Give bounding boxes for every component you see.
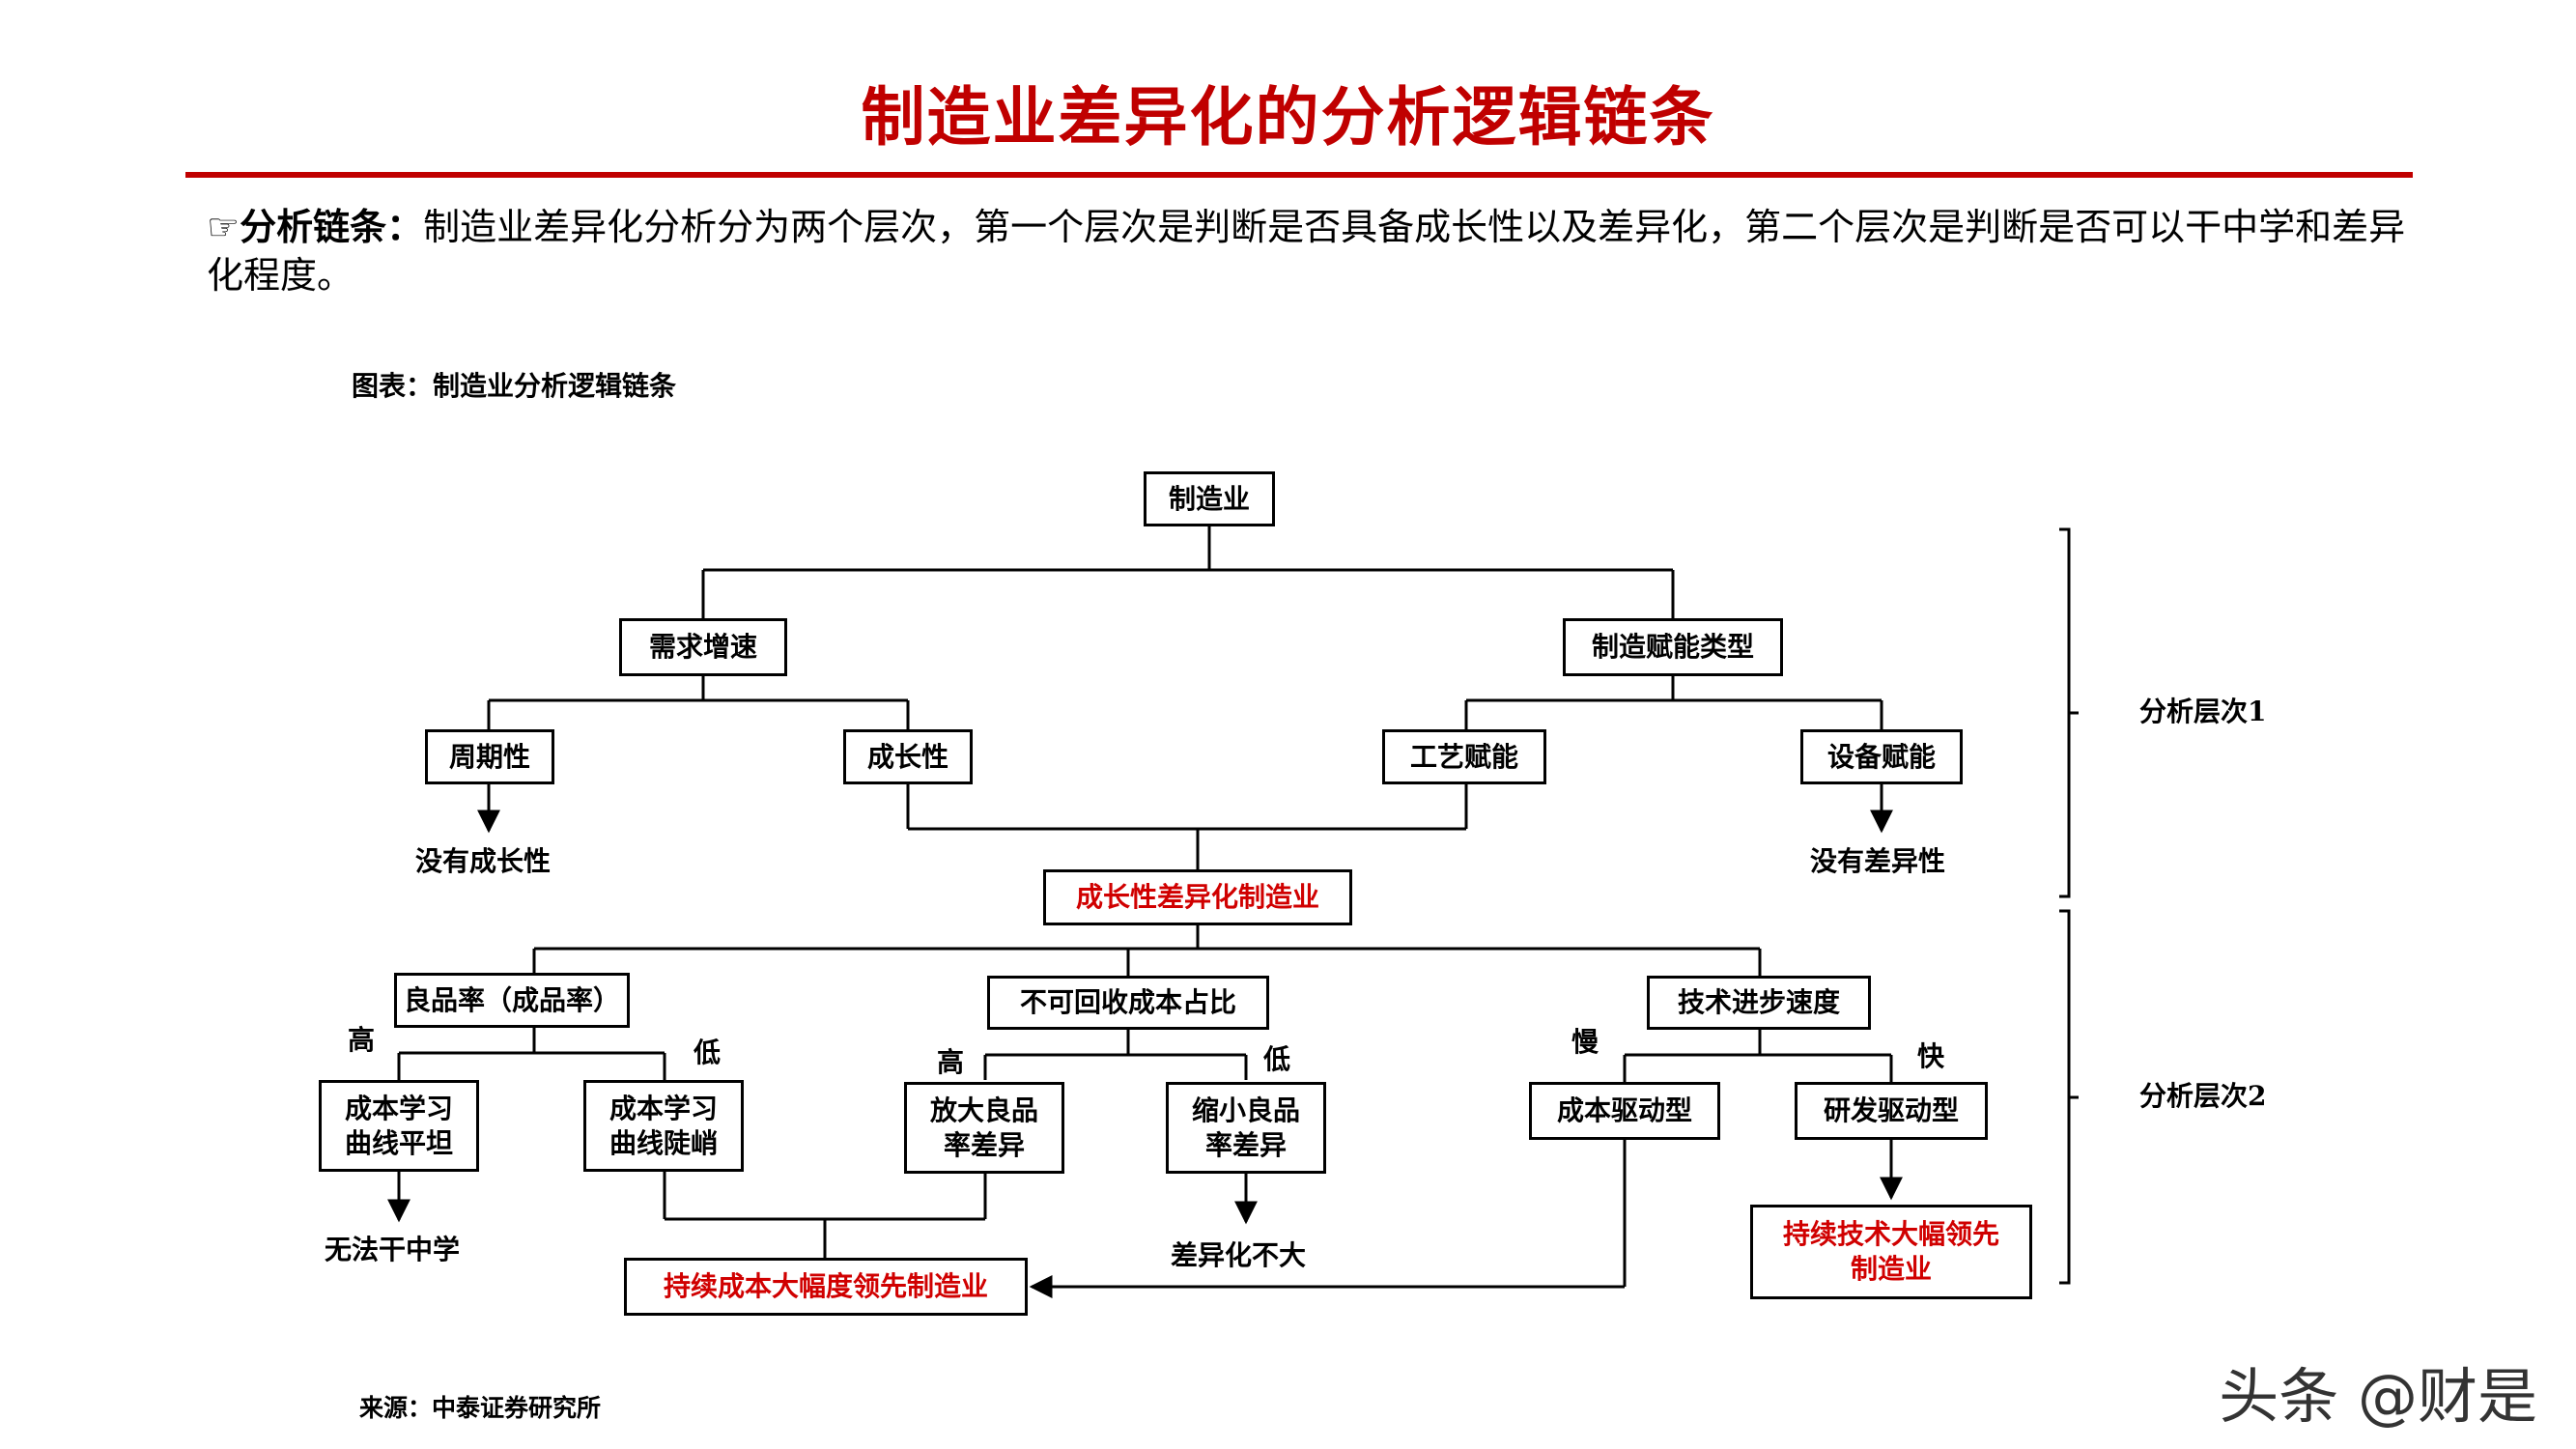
node-flat-learning-curve: 成本学习 曲线平坦 — [319, 1080, 479, 1172]
node-growth-differentiated: 成长性差异化制造业 — [1043, 869, 1352, 925]
node-yield-rate: 良品率（成品率） — [394, 973, 630, 1028]
page-title: 制造业差异化的分析逻辑链条 — [861, 80, 1715, 155]
level-2-label: 分析层次2 — [2139, 1080, 2267, 1112]
node-equipment-empower: 设备赋能 — [1800, 729, 1963, 784]
tag-yield-low: 低 — [694, 1037, 722, 1068]
node-demand-growth: 需求增速 — [619, 618, 787, 676]
node-steep-learning-curve: 成本学习 曲线陡峭 — [583, 1080, 744, 1172]
node-shrink-yield-gap: 缩小良品 率差异 — [1166, 1082, 1326, 1174]
outcome-no-differentiation: 没有差异性 — [1810, 845, 1946, 877]
source-note: 来源：中泰证券研究所 — [359, 1394, 602, 1422]
tag-sunk-high: 高 — [937, 1046, 965, 1078]
node-process-empower: 工艺赋能 — [1382, 729, 1546, 784]
node-growth: 成长性 — [843, 729, 973, 784]
node-enlarge-yield-gap: 放大良品 率差异 — [904, 1082, 1064, 1174]
node-tech-leader: 持续技术大幅领先 制造业 — [1750, 1205, 2032, 1299]
node-cost-leader: 持续成本大幅度领先制造业 — [624, 1258, 1028, 1316]
tag-yield-high: 高 — [348, 1024, 376, 1056]
intro-paragraph: ☞分析链条：制造业差异化分析分为两个层次，第一个层次是判断是否具备成长性以及差异… — [207, 203, 2428, 299]
tag-sunk-low: 低 — [1263, 1043, 1291, 1075]
intro-text: 制造业差异化分析分为两个层次，第一个层次是判断是否具备成长性以及差异化，第二个层… — [207, 206, 2406, 297]
node-rd-driven: 研发驱动型 — [1795, 1082, 1988, 1140]
pointing-hand-icon: ☞ — [207, 206, 241, 248]
figure-caption: 图表：制造业分析逻辑链条 — [352, 370, 677, 402]
outcome-no-learning-by-doing: 无法干中学 — [325, 1234, 461, 1265]
node-empowerment-type: 制造赋能类型 — [1563, 618, 1783, 676]
tag-tech-slow: 慢 — [1571, 1026, 1599, 1058]
node-manufacturing: 制造业 — [1144, 471, 1275, 526]
outcome-small-differentiation: 差异化不大 — [1171, 1239, 1307, 1271]
title-divider — [185, 172, 2413, 178]
intro-lead: 分析链条： — [240, 205, 424, 248]
node-cost-driven: 成本驱动型 — [1529, 1082, 1720, 1140]
outcome-no-growth: 没有成长性 — [415, 845, 552, 877]
level-1-label: 分析层次1 — [2139, 696, 2267, 727]
node-tech-speed: 技术进步速度 — [1647, 976, 1871, 1030]
watermark: 头条 @财是 — [2219, 1361, 2537, 1432]
tag-tech-fast: 快 — [1917, 1040, 1945, 1072]
node-sunk-cost: 不可回收成本占比 — [987, 976, 1269, 1030]
node-cyclical: 周期性 — [425, 729, 554, 784]
